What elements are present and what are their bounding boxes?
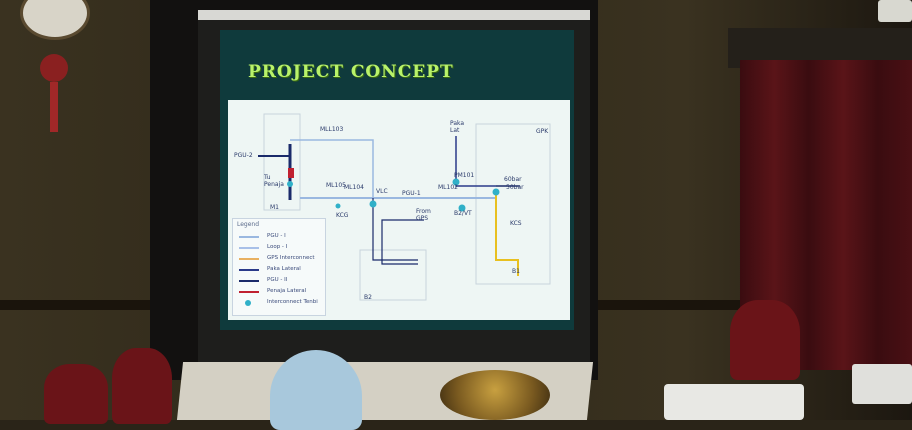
penaja-valve <box>288 168 294 178</box>
label-mll103: MLL103 <box>320 126 344 133</box>
label-ml104: ML104 <box>344 184 364 191</box>
pipeline-diagram-svg <box>258 113 551 301</box>
slide-title: PROJECT CONCEPT <box>248 62 454 82</box>
pipe-to-b2 <box>372 198 418 261</box>
flower-arrangement <box>440 370 550 420</box>
label-vlc: VLC <box>376 188 388 195</box>
label-from-gps: From GPS <box>416 208 431 222</box>
projector <box>664 384 804 420</box>
diagram-legend: Legend PGU - I Loop - I GPS Interconnect… <box>232 218 326 316</box>
node-gpk <box>492 188 500 196</box>
legend-label: Loop - I <box>267 244 288 250</box>
legend-title: Legend <box>237 221 260 228</box>
label-50bar: 50bar <box>506 184 524 191</box>
label-pgu1: PGU-1 <box>402 190 421 197</box>
pipe-paka-lateral <box>455 136 496 187</box>
legend-label: GPS Interconnect <box>267 255 315 261</box>
legend-label: Paka Lateral <box>267 266 301 272</box>
node-vlc <box>369 200 377 208</box>
label-tu-penaja: Tu Penaja <box>264 174 284 188</box>
chair <box>44 364 108 424</box>
table-device <box>852 364 912 404</box>
air-conditioner <box>878 0 912 22</box>
node-m1 <box>287 181 293 187</box>
label-kcg: KCG <box>336 212 349 219</box>
legend-label: Penaja Lateral <box>267 288 307 294</box>
label-pm101: PM101 <box>454 172 475 179</box>
label-b2vt: B2/VT <box>454 210 472 217</box>
b2-box <box>359 249 427 301</box>
node-b2vt <box>458 204 466 212</box>
legend-label: PGU - II <box>267 277 288 283</box>
label-gpk: GPK <box>536 128 549 135</box>
label-paka-lat: Paka Lat <box>450 120 465 134</box>
label-kcs: KCS <box>510 220 522 227</box>
label-pgu2: PGU-2 <box>234 152 253 159</box>
label-ml102: ML102 <box>438 184 458 191</box>
label-b2: B2 <box>364 294 372 301</box>
chair <box>112 348 172 424</box>
node-pm101 <box>452 178 460 186</box>
audience-person <box>270 350 362 430</box>
wall-ornament <box>40 54 68 132</box>
chair <box>730 300 800 380</box>
pipe-from-gps <box>381 219 424 265</box>
label-m1: M1 <box>270 204 279 211</box>
legend-label: PGU - I <box>267 233 286 239</box>
label-b1: B1 <box>512 268 520 275</box>
legend-label: Interconnect Tenbi <box>267 299 318 305</box>
label-60bar: 60bar <box>504 176 522 183</box>
gpk-box <box>475 123 551 285</box>
label-ml105: ML105 <box>326 182 346 189</box>
pipe-mll103 <box>290 139 374 198</box>
m1-box <box>263 113 301 211</box>
node-kcg <box>335 203 341 209</box>
pipe-gps-interconnect <box>495 192 519 276</box>
